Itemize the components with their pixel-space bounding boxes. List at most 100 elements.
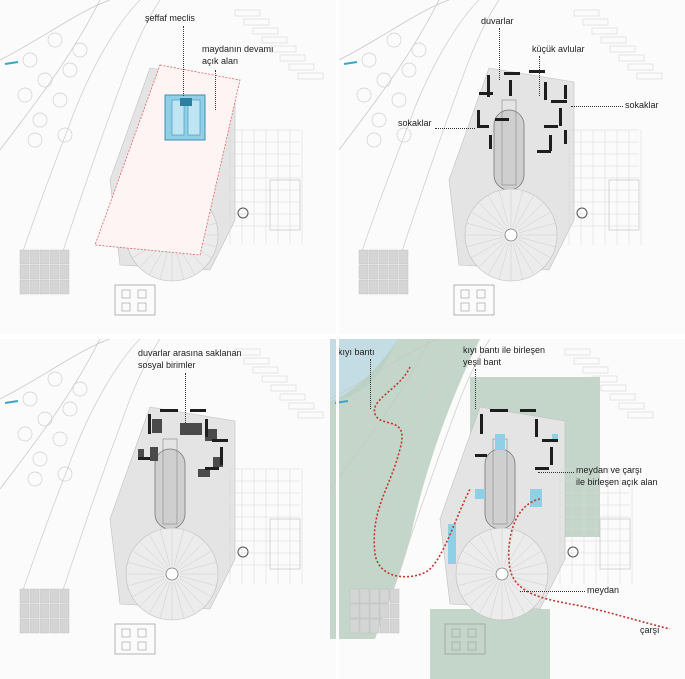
road-line bbox=[330, 339, 441, 400]
label-coastal-strip: kıyı bantı bbox=[338, 347, 375, 357]
label-square-continuation-1: maydanın devamı bbox=[202, 44, 274, 54]
leader-line bbox=[520, 591, 585, 592]
site-plan-1 bbox=[0, 0, 324, 316]
building-outline bbox=[269, 518, 301, 570]
monument-mark bbox=[237, 207, 249, 219]
tree-mark bbox=[22, 391, 38, 407]
garden-block bbox=[114, 623, 156, 655]
leader-line bbox=[185, 373, 186, 423]
building-outline bbox=[269, 179, 301, 231]
label-square: meydan bbox=[587, 585, 620, 595]
wall-elements bbox=[138, 409, 228, 470]
coastal-path bbox=[373, 366, 471, 578]
water-area bbox=[330, 339, 398, 402]
label-small-courtyards: küçük avlular bbox=[532, 44, 585, 54]
blue-open-spaces bbox=[448, 434, 558, 564]
label-square-continuation-2: açık alan bbox=[202, 56, 239, 66]
label-hidden-units-1: duvarlar arasına saklanan bbox=[138, 348, 242, 358]
monument-mark bbox=[567, 546, 579, 558]
road-line bbox=[0, 0, 111, 61]
leader-line bbox=[499, 28, 500, 80]
tree-mark bbox=[396, 127, 412, 143]
tree-mark bbox=[382, 431, 398, 447]
monument-mark bbox=[165, 567, 179, 581]
road-line bbox=[349, 339, 471, 600]
monument-mark bbox=[237, 546, 249, 558]
road-line bbox=[0, 0, 101, 151]
road-line bbox=[389, 339, 491, 600]
tree-mark bbox=[62, 401, 78, 417]
leader-line bbox=[435, 128, 475, 129]
road-line bbox=[0, 339, 111, 400]
tree-mark bbox=[362, 451, 378, 467]
wall-elements bbox=[477, 70, 567, 153]
tree-mark bbox=[57, 466, 73, 482]
tree-mark bbox=[72, 381, 88, 397]
garden-block bbox=[114, 284, 156, 316]
leader-line bbox=[183, 26, 184, 96]
tree-mark bbox=[367, 411, 383, 427]
tree-mark bbox=[386, 32, 402, 48]
road-line bbox=[59, 339, 161, 600]
monument-mark bbox=[576, 207, 588, 219]
assembly-hall bbox=[493, 109, 525, 191]
road-line bbox=[358, 0, 480, 261]
road-line bbox=[339, 0, 450, 61]
tree-mark bbox=[37, 411, 53, 427]
label-streets-left: sokaklar bbox=[398, 118, 432, 128]
road-line bbox=[330, 339, 431, 490]
leader-line bbox=[539, 56, 540, 96]
panel-divider-vertical bbox=[336, 0, 339, 679]
site-plan-4 bbox=[330, 339, 671, 679]
road-line bbox=[339, 0, 440, 151]
monument-mark bbox=[495, 567, 509, 581]
tree-mark bbox=[52, 92, 68, 108]
tree-mark bbox=[62, 62, 78, 78]
tree-mark bbox=[52, 431, 68, 447]
tree-mark bbox=[361, 52, 377, 68]
leader-line bbox=[215, 70, 216, 110]
road-line bbox=[59, 0, 161, 261]
label-hidden-units-2: sosyal birimler bbox=[138, 360, 196, 370]
tree-mark bbox=[32, 112, 48, 128]
leader-line bbox=[370, 359, 371, 409]
wall-elements bbox=[475, 409, 558, 470]
tree-mark bbox=[17, 87, 33, 103]
label-streets-right: sokaklar bbox=[625, 100, 659, 110]
tree-mark bbox=[32, 451, 48, 467]
north-marker bbox=[343, 61, 358, 65]
panel-walls-streets: duvarlar küçük avlular sokaklar sokaklar bbox=[339, 0, 685, 334]
tree-mark bbox=[357, 471, 373, 487]
panel-social-units: duvarlar arasına saklanan sosyal birimle… bbox=[0, 339, 336, 679]
tree-mark bbox=[22, 52, 38, 68]
tree-mark bbox=[37, 72, 53, 88]
leader-line bbox=[571, 106, 623, 107]
tree-mark bbox=[27, 471, 43, 487]
garden-block bbox=[444, 623, 486, 655]
tree-mark bbox=[377, 371, 393, 387]
tree-mark bbox=[27, 132, 43, 148]
label-walls: duvarlar bbox=[481, 16, 514, 26]
panel-transparent-assembly: şeffaf meclis maydanın devamı açık alan bbox=[0, 0, 336, 334]
garden-block bbox=[453, 284, 495, 316]
tree-mark bbox=[376, 72, 392, 88]
label-green-strip-2: yeşil bant bbox=[463, 357, 502, 367]
label-open-area-1: meydan ve çarşı bbox=[576, 465, 643, 475]
north-marker bbox=[4, 400, 19, 404]
green-band bbox=[330, 339, 480, 639]
tree-mark bbox=[72, 42, 88, 58]
tree-mark bbox=[352, 391, 368, 407]
site-plan-3 bbox=[0, 339, 324, 655]
tree-mark bbox=[411, 42, 427, 58]
north-marker bbox=[4, 61, 19, 65]
monument-mark bbox=[504, 228, 518, 242]
building-outline bbox=[608, 179, 640, 231]
tree-mark bbox=[392, 401, 408, 417]
road-line bbox=[19, 339, 141, 600]
leader-line bbox=[538, 472, 574, 473]
tree-mark bbox=[47, 371, 63, 387]
site-plan-2 bbox=[339, 0, 663, 316]
tree-mark bbox=[356, 87, 372, 103]
assembly-hall bbox=[484, 448, 516, 530]
road-line bbox=[0, 339, 101, 490]
